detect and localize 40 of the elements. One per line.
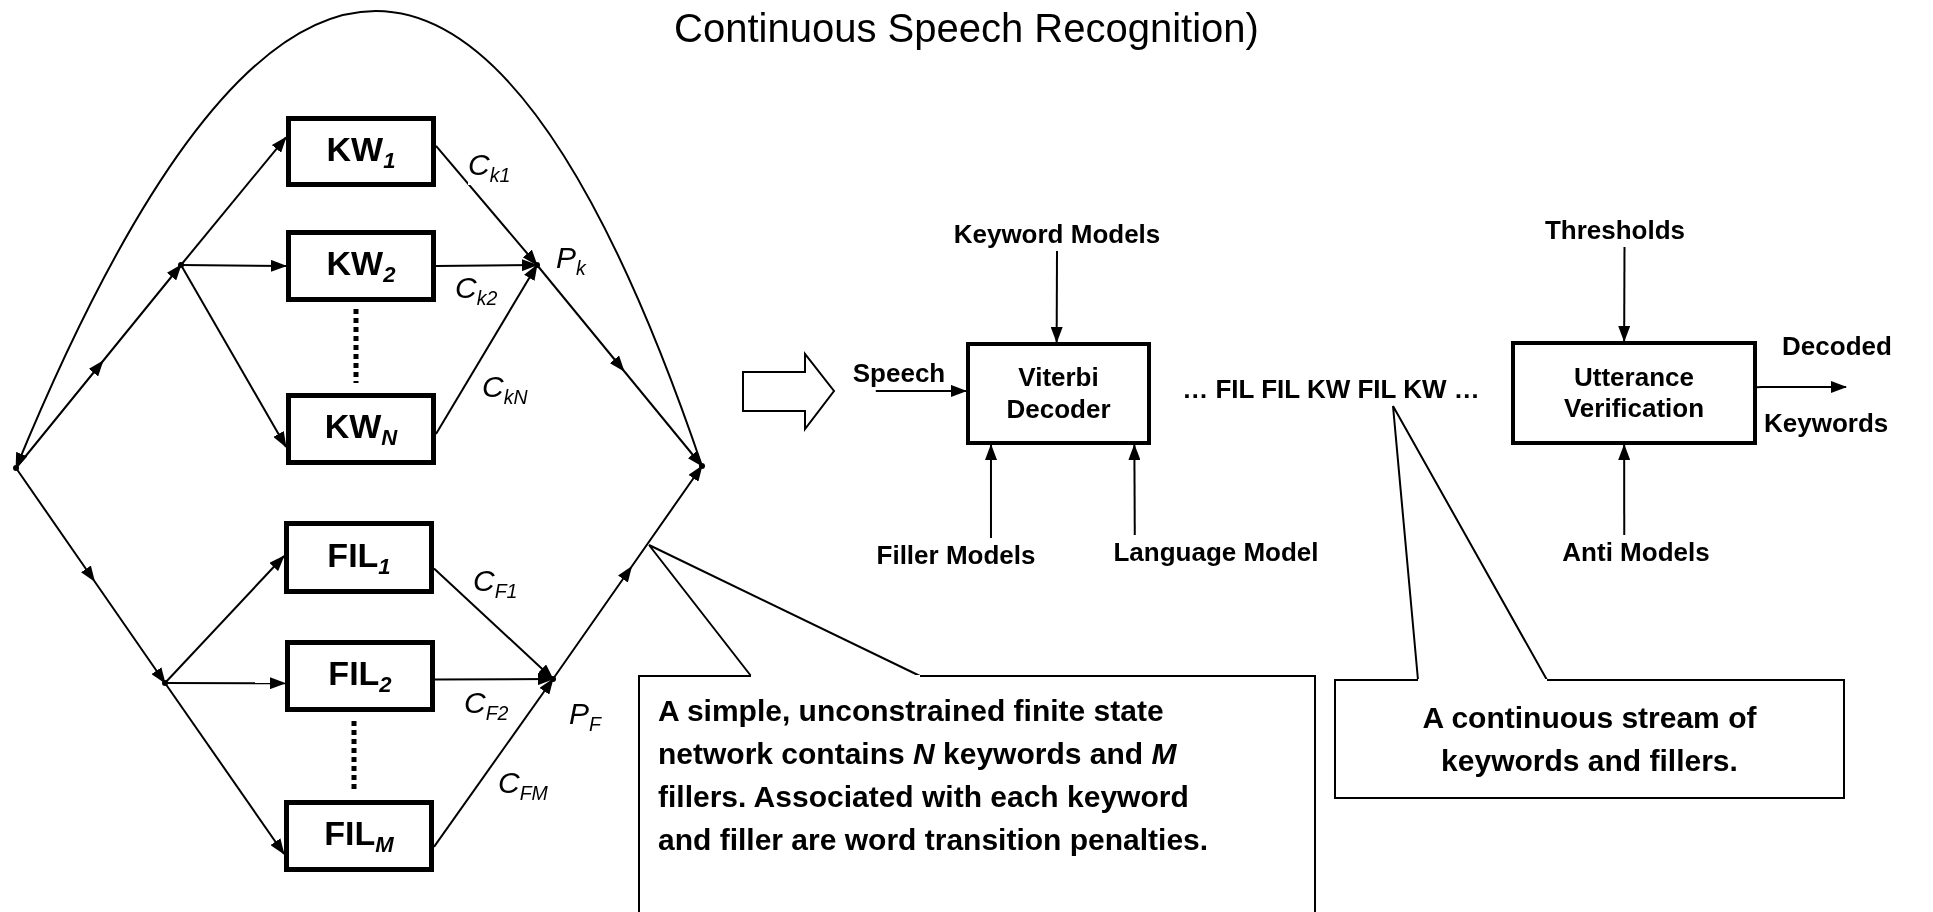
arrow: [1128, 444, 1141, 536]
junction-dot: [162, 680, 168, 686]
junction-dot: [178, 262, 184, 268]
input-label: Language Model: [1085, 535, 1347, 569]
input-label: Anti Models: [1538, 535, 1734, 569]
process-box: Viterbi Decoder: [966, 342, 1151, 445]
junction-dot: [550, 676, 556, 682]
arrow: [1618, 444, 1631, 536]
output-label: Decoded: [1762, 331, 1912, 387]
state-box: FIL$_{M}$: [284, 800, 434, 872]
arrow: [1050, 250, 1063, 343]
input-label: Speech: [841, 355, 957, 391]
callout-box: A simple, unconstrained finite state network contains N keywords and M fillers. Associated with each keyword and filler are word transition penalties.: [638, 675, 1316, 912]
state-box: KW$_{2}$: [286, 230, 436, 302]
arrow: [435, 144, 538, 266]
arrow: [1756, 381, 1847, 393]
state-box: FIL$_{2}$: [285, 640, 435, 712]
junction-dot: [534, 262, 540, 268]
arrow: [433, 567, 554, 680]
callout-box: A continuous stream of keywords and fillers.: [1334, 679, 1845, 799]
state-box: KW$_{N}$: [286, 393, 436, 465]
input-label: Thresholds: [1520, 213, 1710, 247]
state-box: KW$_{1}$: [286, 116, 436, 187]
arrow: [433, 678, 554, 848]
arrow: [985, 444, 997, 539]
output-label: Keywords: [1764, 408, 1889, 439]
process-box: Utterance Verification: [1511, 341, 1757, 445]
token-stream-text: … FIL FIL KW FIL KW …: [1155, 372, 1507, 406]
arrow: [164, 555, 285, 684]
arrow: [1618, 246, 1631, 342]
leader-line: [648, 544, 921, 677]
junction-dot: [13, 465, 19, 471]
input-label: Keyword Models: [920, 217, 1194, 251]
state-box: FIL$_{1}$: [284, 521, 434, 594]
title: Continuous Speech Recognition): [674, 6, 1259, 51]
arrow: [874, 384, 967, 397]
leader-line: [1392, 405, 1548, 681]
arrow: [435, 264, 538, 436]
input-label: Filler Models: [850, 538, 1062, 572]
junction-dot: [699, 463, 705, 469]
